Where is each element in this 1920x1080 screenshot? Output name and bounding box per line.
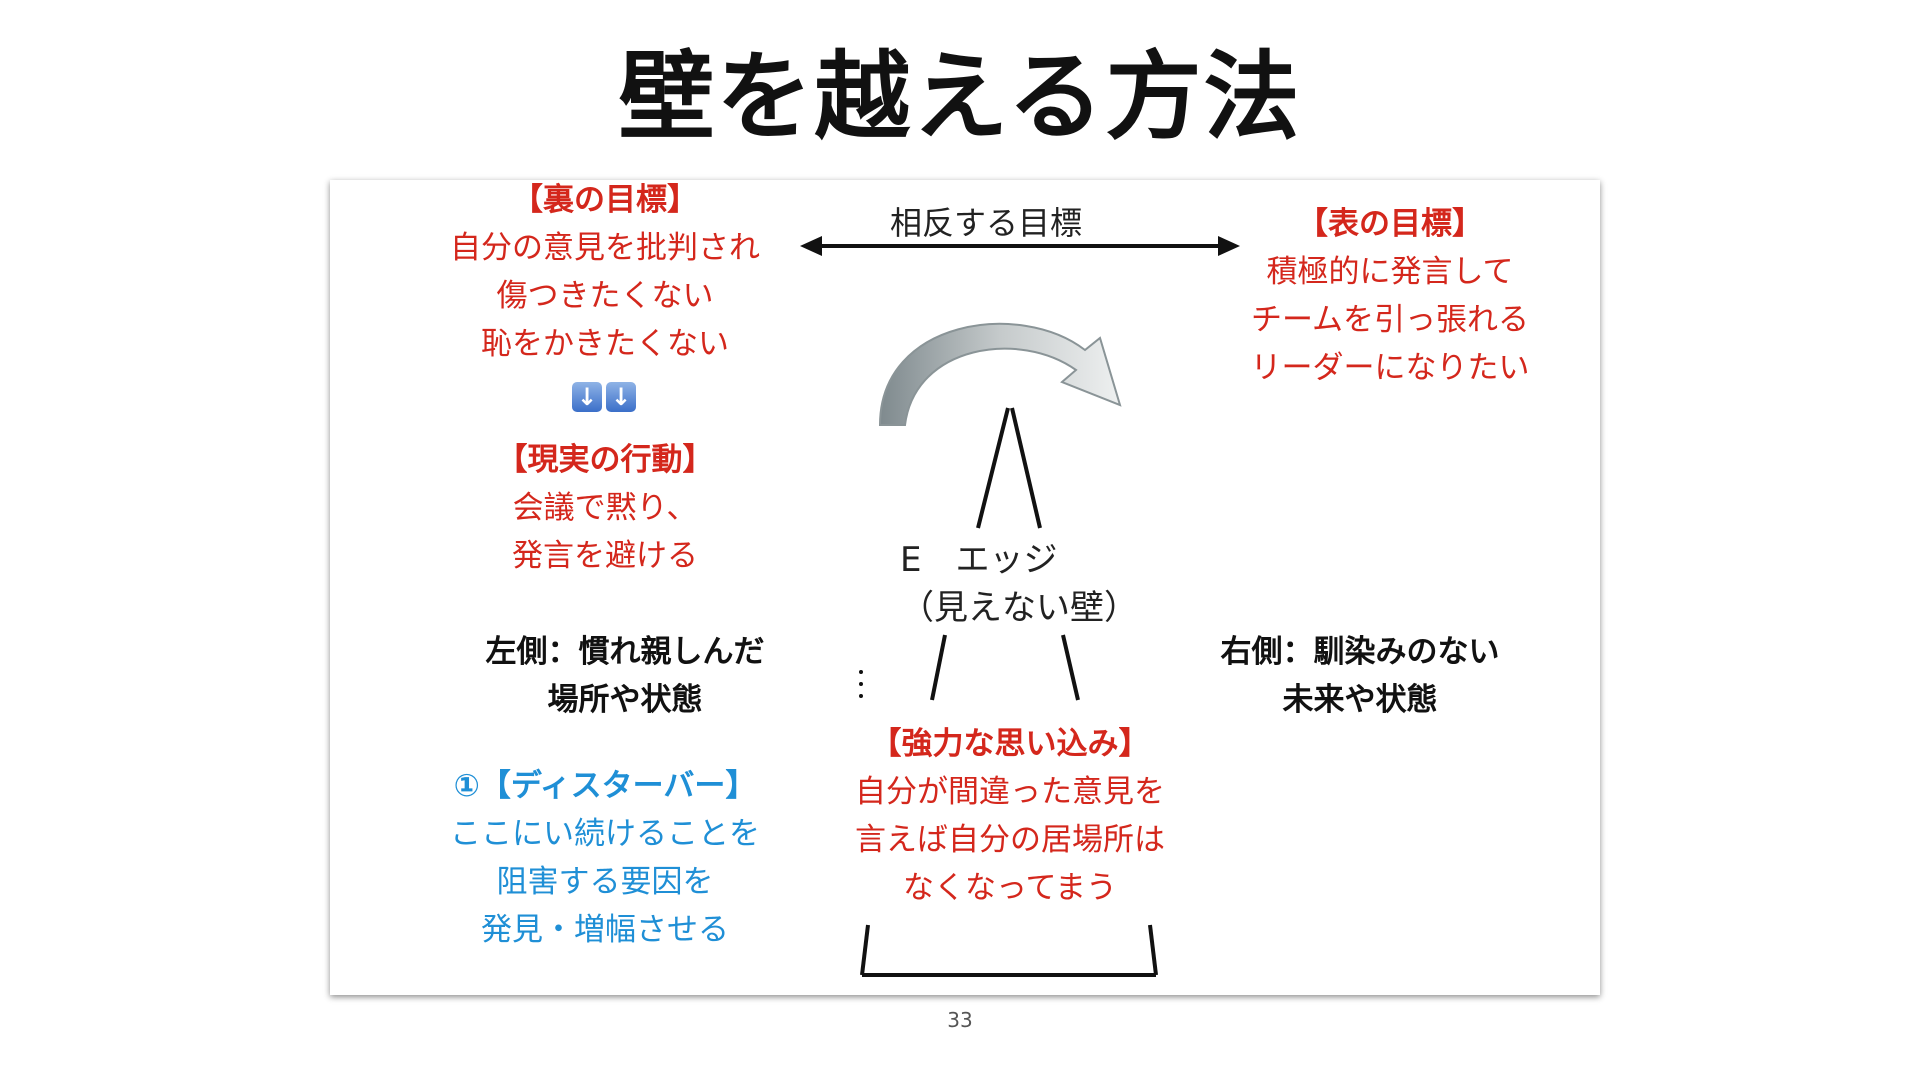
disturber-line: ここにい続けることを [450,816,760,852]
left-side-block: 左側：慣れ親しんだ 場所や状態 [445,628,805,724]
actual-action-line: 会議で黙り、 [512,490,698,526]
edge-label-line-1: E エッジ [900,540,1058,580]
actual-action-heading: 【現実の行動】 [496,442,714,478]
diagram-panel [330,180,1600,995]
stated-goal-line: リーダーになりたい [1250,350,1530,386]
page-number: 33 [947,1008,973,1032]
disturber-line: 発見・増幅させる [481,912,729,948]
curved-arrow-icon [878,322,1122,426]
left-side-line: 左側：慣れ親しんだ [485,634,765,670]
stated-goal-heading: 【表の目標】 [1297,206,1483,242]
dots-mark [859,670,863,698]
hidden-goal-line: 自分の意見を批判され [450,230,760,266]
edge-label-line-2: （見えない壁） [900,588,1138,628]
disturber-block: ①【ディスターバー】 ここにい続けることを 阻害する要因を 発見・増幅させる [430,762,780,954]
stated-goal-block: 【表の目標】 積極的に発言して チームを引っ張れる リーダーになりたい [1210,200,1570,392]
edge-wall-lines [860,407,1158,977]
edge-label: E エッジ （見えない壁） [900,536,1138,632]
conflicting-goals-label: 相反する目標 [890,204,1083,242]
right-side-line: 未来や状態 [1282,682,1438,718]
strong-belief-line: 自分が間違った意見を [855,774,1165,810]
disturber-heading: ①【ディスターバー】 [453,768,757,804]
strong-belief-heading: 【強力な思い込み】 [870,726,1150,762]
disturber-line: 阻害する要因を [496,864,714,900]
hidden-goal-block: 【裏の目標】 自分の意見を批判され 傷つきたくない 恥をかきたくない [430,176,780,368]
right-side-block: 右側：馴染みのない 未来や状態 [1180,628,1540,724]
slide-title: 壁を越える方法 [618,41,1302,153]
actual-action-block: 【現実の行動】 会議で黙り、 発言を避ける [430,436,780,580]
down-arrows-icon: ↓ ↓ [572,382,636,412]
down-arrow-icon: ↓ [606,382,636,412]
stated-goal-line: 積極的に発言して [1266,254,1514,290]
strong-belief-line: なくなってまう [903,870,1117,906]
hidden-goal-heading: 【裏の目標】 [512,182,698,218]
strong-belief-block: 【強力な思い込み】 自分が間違った意見を 言えば自分の居場所は なくなってまう [830,720,1190,912]
right-side-line: 右側：馴染みのない [1220,634,1500,670]
hidden-goal-line: 恥をかきたくない [481,326,729,362]
actual-action-line: 発言を避ける [512,538,698,574]
hidden-goal-line: 傷つきたくない [496,278,714,314]
stated-goal-line: チームを引っ張れる [1250,302,1530,338]
down-arrow-icon: ↓ [572,382,602,412]
double-arrow-icon [800,236,1240,256]
left-side-line: 場所や状態 [547,682,703,718]
strong-belief-line: 言えば自分の居場所は [855,822,1165,858]
